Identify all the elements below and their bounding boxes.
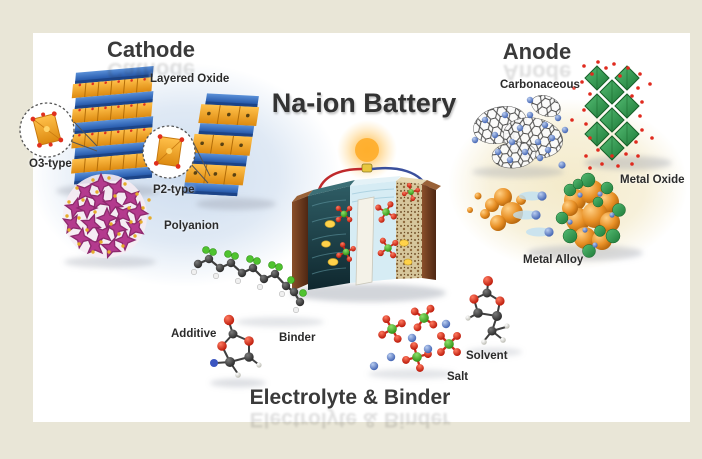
battery-illustration (292, 120, 441, 291)
additive-molecule (210, 314, 262, 378)
salt-molecules (369, 302, 463, 375)
label-p2-type: P2-type (153, 184, 195, 196)
carbonaceous-structure (471, 95, 569, 169)
label-solvent: Solvent (466, 350, 508, 362)
label-layered-oxide: Layered Oxide (150, 73, 230, 85)
sun-glow-icon (337, 120, 397, 180)
cathode-heading: Cathode (107, 37, 195, 62)
electrolyte-heading-reflection: Electrolyte & Binder (249, 408, 451, 431)
o3-inset-circle (19, 102, 98, 158)
metal-alloy-structure (467, 172, 626, 258)
ground-shadows (56, 156, 672, 388)
label-polyanion: Polyanion (164, 220, 219, 232)
label-salt: Salt (447, 371, 469, 383)
label-metal-alloy: Metal Alloy (523, 254, 584, 266)
metal-oxide-structure (570, 60, 654, 170)
p2-inset-circle (142, 125, 211, 184)
label-binder: Binder (279, 332, 316, 344)
anode-heading: Anode (502, 39, 572, 64)
label-additive: Additive (171, 328, 217, 340)
label-carbonaceous: Carbonaceous (500, 79, 580, 91)
polyanion-structure (57, 173, 152, 262)
label-metal-oxide: Metal Oxide (620, 174, 685, 186)
layered-oxide-structure-p2 (183, 93, 260, 197)
figure-title: Na-ion Battery (271, 88, 457, 118)
binder-molecule (191, 246, 307, 313)
label-o3-type: O3-type (29, 158, 72, 170)
electrolyte-heading: Electrolyte & Binder (249, 386, 451, 409)
solvent-molecule (465, 276, 510, 345)
